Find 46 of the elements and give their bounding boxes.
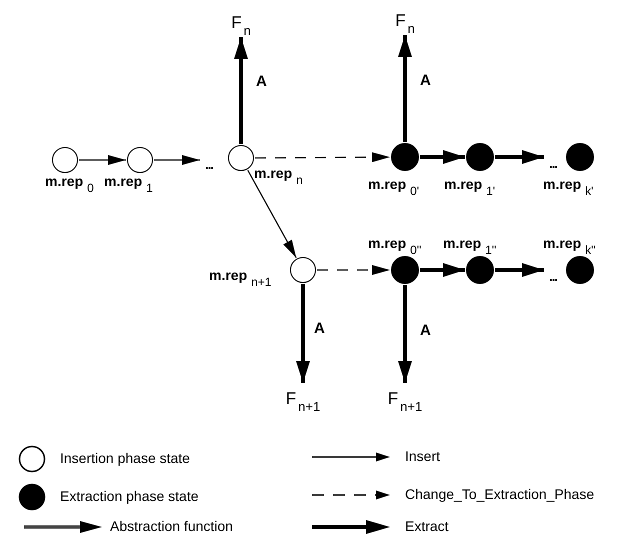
insertion-state-circle: [52, 147, 78, 173]
ellipsis-label: ...: [549, 270, 557, 283]
extraction-state-circle: [566, 143, 594, 171]
extraction-state-circle: [391, 256, 419, 284]
dashed-arrow: [255, 152, 390, 162]
state-name-label: m.rep$_{n}$: [254, 166, 303, 186]
arrow: [398, 285, 412, 383]
state-name-label: m.rep$_{k'}$: [543, 177, 594, 197]
arrow: [296, 284, 310, 383]
extraction-state-circle: [566, 256, 594, 284]
insertion-state-circle: [290, 257, 316, 283]
state-name-label: m.rep$_{0''}$: [368, 236, 422, 256]
arrow: [495, 263, 544, 277]
state-name-label: m.rep$_{1''}$: [443, 236, 496, 256]
function-value-label: F$_{n+1}$: [286, 390, 320, 413]
arrow: [420, 263, 465, 277]
state-name-label: m.rep$_{n+1}$: [209, 268, 272, 288]
ellipsis-label: ...: [205, 158, 213, 171]
ellipsis-label: ...: [549, 157, 557, 170]
dashed-arrow: [317, 265, 390, 275]
extraction-state-circle: [391, 143, 419, 171]
state-name-label: m.rep$_{0'}$: [368, 177, 420, 197]
extraction-state-circle: [466, 256, 494, 284]
state-name-label: m.rep$_{1'}$: [444, 177, 496, 197]
legend-label: Insertion phase state: [60, 451, 190, 465]
arrow: [234, 37, 248, 144]
state-name-label: m.rep$_{1}$: [104, 174, 153, 194]
function-value-label: F$_{n}$: [231, 14, 251, 37]
function-value-label: F$_{n}$: [395, 12, 415, 35]
state-name-label: m.rep$_{k''}$: [543, 236, 596, 256]
insertion-state-circle: [127, 147, 153, 173]
legend-label: Change_To_Extraction_Phase: [405, 487, 594, 501]
arrow: [398, 35, 412, 142]
arrow: [154, 155, 200, 165]
state-name-label: m.rep$_{0}$: [45, 174, 94, 194]
insertion-state-circle: [228, 145, 254, 171]
legend-label: Insert: [405, 449, 440, 463]
arrow: [247, 170, 297, 258]
extraction-state-circle: [466, 143, 494, 171]
legend-label: Extract: [405, 519, 449, 533]
arrow: [495, 150, 544, 164]
arrow: [420, 150, 465, 164]
arrow: [79, 155, 126, 165]
legend-label: Extraction phase state: [60, 489, 199, 503]
legend-label: Abstraction function: [110, 519, 233, 533]
function-value-label: F$_{n+1}$: [388, 390, 422, 413]
